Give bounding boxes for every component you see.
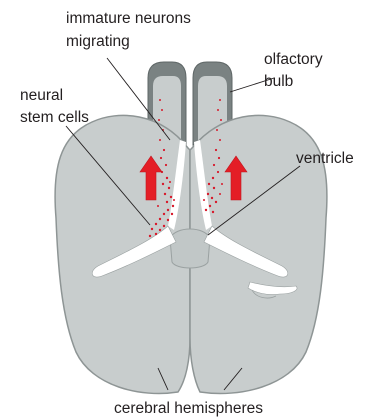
label-neural-stem-line2: stem cells (20, 109, 89, 126)
label-olfactory-line2: bulb (264, 73, 293, 90)
label-immature-neurons-line1: immature neurons (66, 10, 191, 27)
label-immature-neurons-line2: migrating (66, 33, 130, 50)
midline-region (170, 229, 210, 268)
label-ventricle: ventricle (296, 150, 354, 167)
label-olfactory-line1: olfactory (264, 51, 323, 68)
label-neural-stem-line1: neural (20, 87, 63, 104)
label-cerebral-hemispheres: cerebral hemispheres (114, 400, 263, 417)
